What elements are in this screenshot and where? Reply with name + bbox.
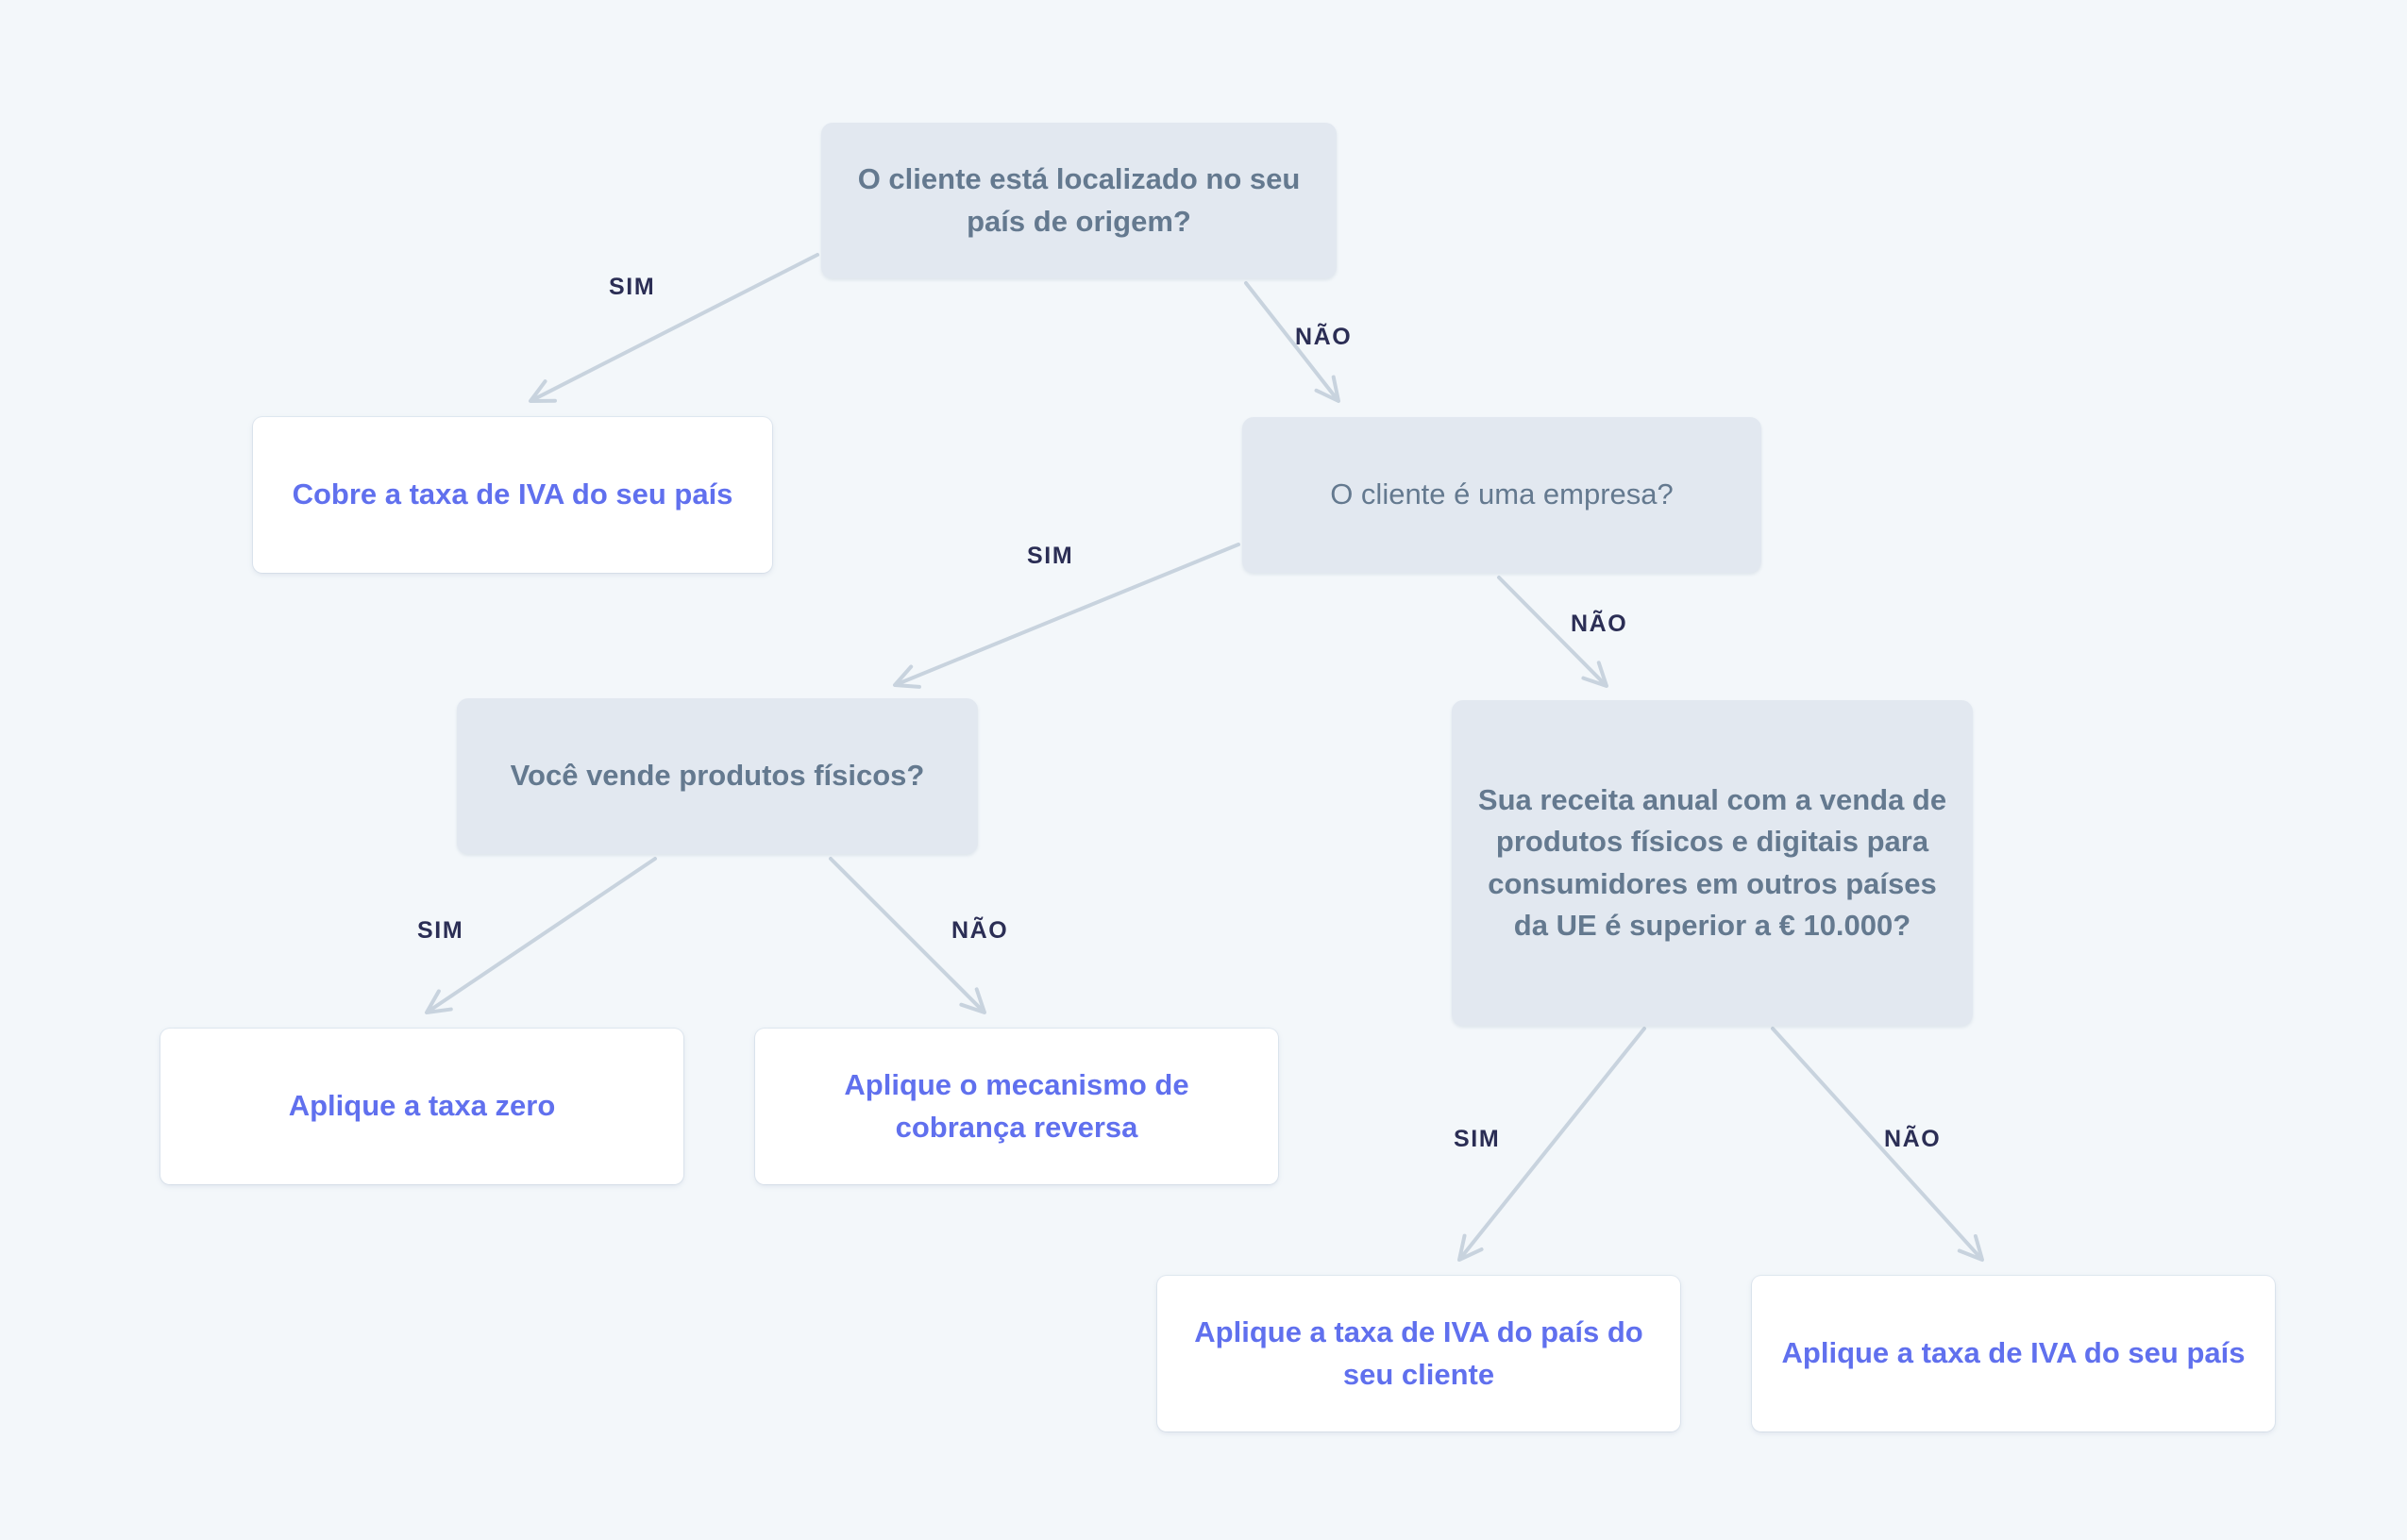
- edge-label: SIM: [1027, 543, 1074, 569]
- edge-arrowhead: [425, 989, 453, 1014]
- edge-arrowhead: [893, 664, 921, 689]
- edge-label: NÃO: [1884, 1126, 1942, 1152]
- edge-e8: [1771, 1027, 1984, 1262]
- node-label: Aplique a taxa de IVA do país do seu cli…: [1194, 1315, 1643, 1391]
- outcome-node[interactable]: Cobre a taxa de IVA do seu país: [253, 417, 772, 573]
- node-label: Aplique a taxa zero: [288, 1089, 556, 1123]
- decision-node[interactable]: O cliente está localizado no seu país de…: [821, 123, 1337, 278]
- decision-node[interactable]: Você vende produtos físicos?: [457, 698, 978, 854]
- edge-label: SIM: [1454, 1126, 1501, 1152]
- edge-arrowhead: [959, 987, 986, 1014]
- node-label: O cliente está localizado no seu país de…: [857, 162, 1301, 238]
- edge-arrowhead: [1581, 661, 1608, 688]
- outcome-node[interactable]: Aplique a taxa de IVA do seu país: [1752, 1276, 2275, 1431]
- node-label: Aplique a taxa de IVA do seu país: [1781, 1336, 2246, 1370]
- edge-label: NÃO: [951, 917, 1009, 944]
- edge-e1: [529, 253, 819, 403]
- node-label: Você vende produtos físicos?: [510, 759, 925, 793]
- edge-label: NÃO: [1571, 611, 1628, 637]
- node-label: Aplique o mecanismo de cobrança reversa: [844, 1068, 1189, 1144]
- edge-line: [531, 253, 819, 402]
- decision-node[interactable]: Sua receita anual com a venda de produto…: [1452, 700, 1973, 1026]
- outcome-node[interactable]: Aplique o mecanismo de cobrança reversa: [755, 1029, 1278, 1184]
- edge-arrowhead: [1457, 1233, 1484, 1262]
- edge-label: SIM: [609, 274, 656, 300]
- outcome-node[interactable]: Aplique a taxa zero: [160, 1029, 683, 1184]
- node-label: Sua receita anual com a venda de produto…: [1477, 783, 1947, 942]
- decision-node[interactable]: O cliente é uma empresa?: [1242, 417, 1761, 573]
- outcome-node[interactable]: Aplique a taxa de IVA do país do seu cli…: [1157, 1276, 1680, 1431]
- edge-line: [1771, 1027, 1982, 1260]
- node-label: Cobre a taxa de IVA do seu país: [292, 477, 733, 511]
- edge-label: NÃO: [1295, 324, 1353, 350]
- edge-arrowhead: [1314, 375, 1340, 403]
- edge-arrowhead: [1957, 1233, 1984, 1262]
- edge-arrowhead: [529, 379, 557, 403]
- node-label: O cliente é uma empresa?: [1330, 477, 1674, 511]
- edge-label: SIM: [417, 917, 464, 944]
